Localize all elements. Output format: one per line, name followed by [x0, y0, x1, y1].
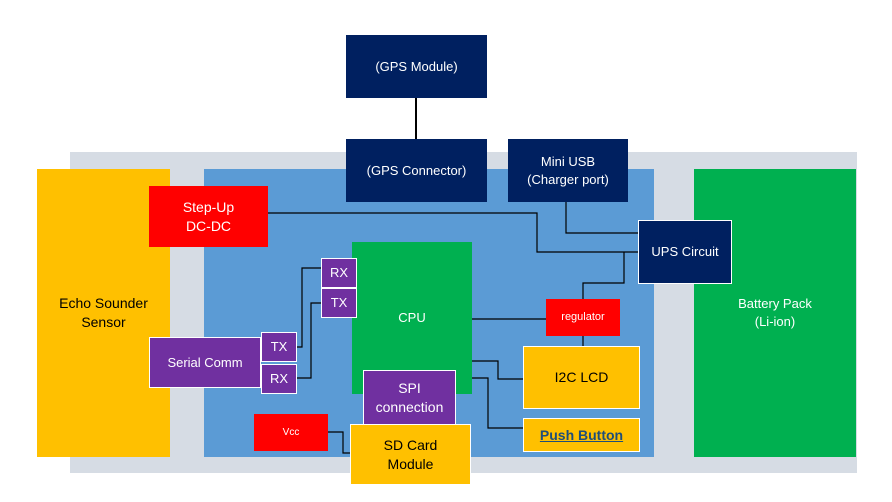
vcc-label: Vcc [282, 426, 300, 438]
ups-circuit-box: UPS Circuit [638, 220, 732, 284]
tx-left-box: TX [261, 332, 297, 362]
cpu-label: CPU [398, 310, 426, 326]
gps-module-box: (GPS Module) [346, 35, 487, 98]
cpu-box: CPU [352, 242, 472, 394]
serial-comm-box: Serial Comm [149, 337, 261, 388]
tx-top-label: TX [330, 295, 348, 311]
spi-connection-box: SPI connection [363, 370, 456, 425]
regulator-box: regulator [546, 299, 620, 336]
i2c-lcd-box: I2C LCD [523, 346, 640, 409]
battery-pack-label: Battery Pack (Li-ion) [738, 296, 812, 329]
serial-comm-label: Serial Comm [167, 354, 243, 370]
push-button-label: Push Button [539, 426, 624, 443]
tx-top-box: TX [321, 288, 357, 318]
echo-sounder-label: Echo Sounder Sensor [59, 295, 148, 330]
i2c-lcd-label: I2C LCD [554, 369, 609, 386]
gps-module-label: (GPS Module) [375, 58, 458, 74]
gps-connector-box: (GPS Connector) [346, 139, 487, 202]
rx-left-label: RX [269, 371, 289, 387]
step-up-box: Step-Up DC-DC [149, 186, 268, 247]
battery-pack-box: Battery Pack (Li-ion) [694, 169, 856, 457]
sd-card-box: SD Card Module [350, 424, 471, 485]
rx-top-box: RX [321, 258, 357, 288]
mini-usb-label: Mini USB (Charger port) [527, 153, 609, 187]
push-button-box: Push Button [523, 418, 640, 452]
rx-left-box: RX [261, 364, 297, 394]
step-up-label: Step-Up DC-DC [182, 198, 235, 234]
sd-card-label: SD Card Module [383, 436, 438, 472]
echo-sounder-box: Echo Sounder Sensor [37, 169, 170, 457]
ups-circuit-label: UPS Circuit [651, 244, 719, 260]
rx-top-label: RX [329, 265, 349, 281]
regulator-label: regulator [561, 311, 605, 324]
tx-left-label: TX [270, 339, 288, 355]
spi-connection-label: SPI connection [375, 379, 444, 415]
vcc-box: Vcc [254, 414, 328, 451]
gps-connector-label: (GPS Connector) [366, 162, 467, 178]
mini-usb-box: Mini USB (Charger port) [508, 139, 628, 202]
